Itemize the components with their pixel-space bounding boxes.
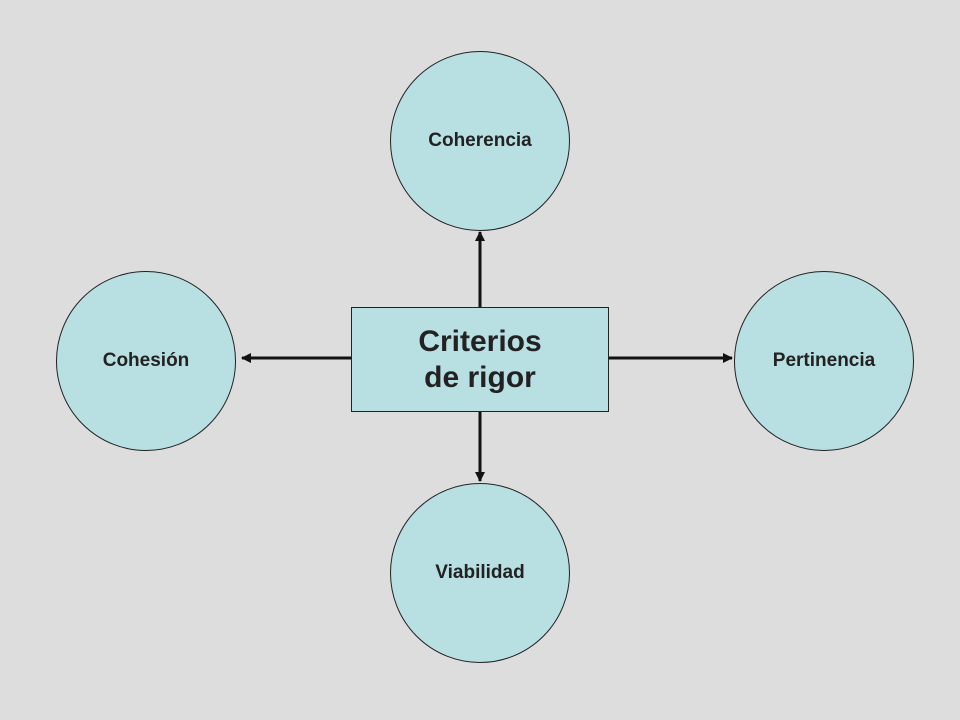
node-viabilidad-label: Viabilidad — [435, 562, 525, 583]
center-box-criterios: Criterios de rigor — [351, 307, 609, 412]
center-title-line1: Criterios — [418, 324, 542, 358]
node-viabilidad: Viabilidad — [390, 483, 570, 663]
node-pertinencia-label: Pertinencia — [772, 350, 876, 371]
center-title-line2: de rigor — [424, 360, 536, 394]
node-cohesion: Cohesión — [56, 271, 236, 451]
node-pertinencia: Pertinencia — [734, 271, 914, 451]
node-coherencia-label: Coherencia — [428, 130, 532, 151]
node-coherencia: Coherencia — [390, 51, 570, 231]
node-cohesion-label: Cohesión — [102, 350, 190, 371]
